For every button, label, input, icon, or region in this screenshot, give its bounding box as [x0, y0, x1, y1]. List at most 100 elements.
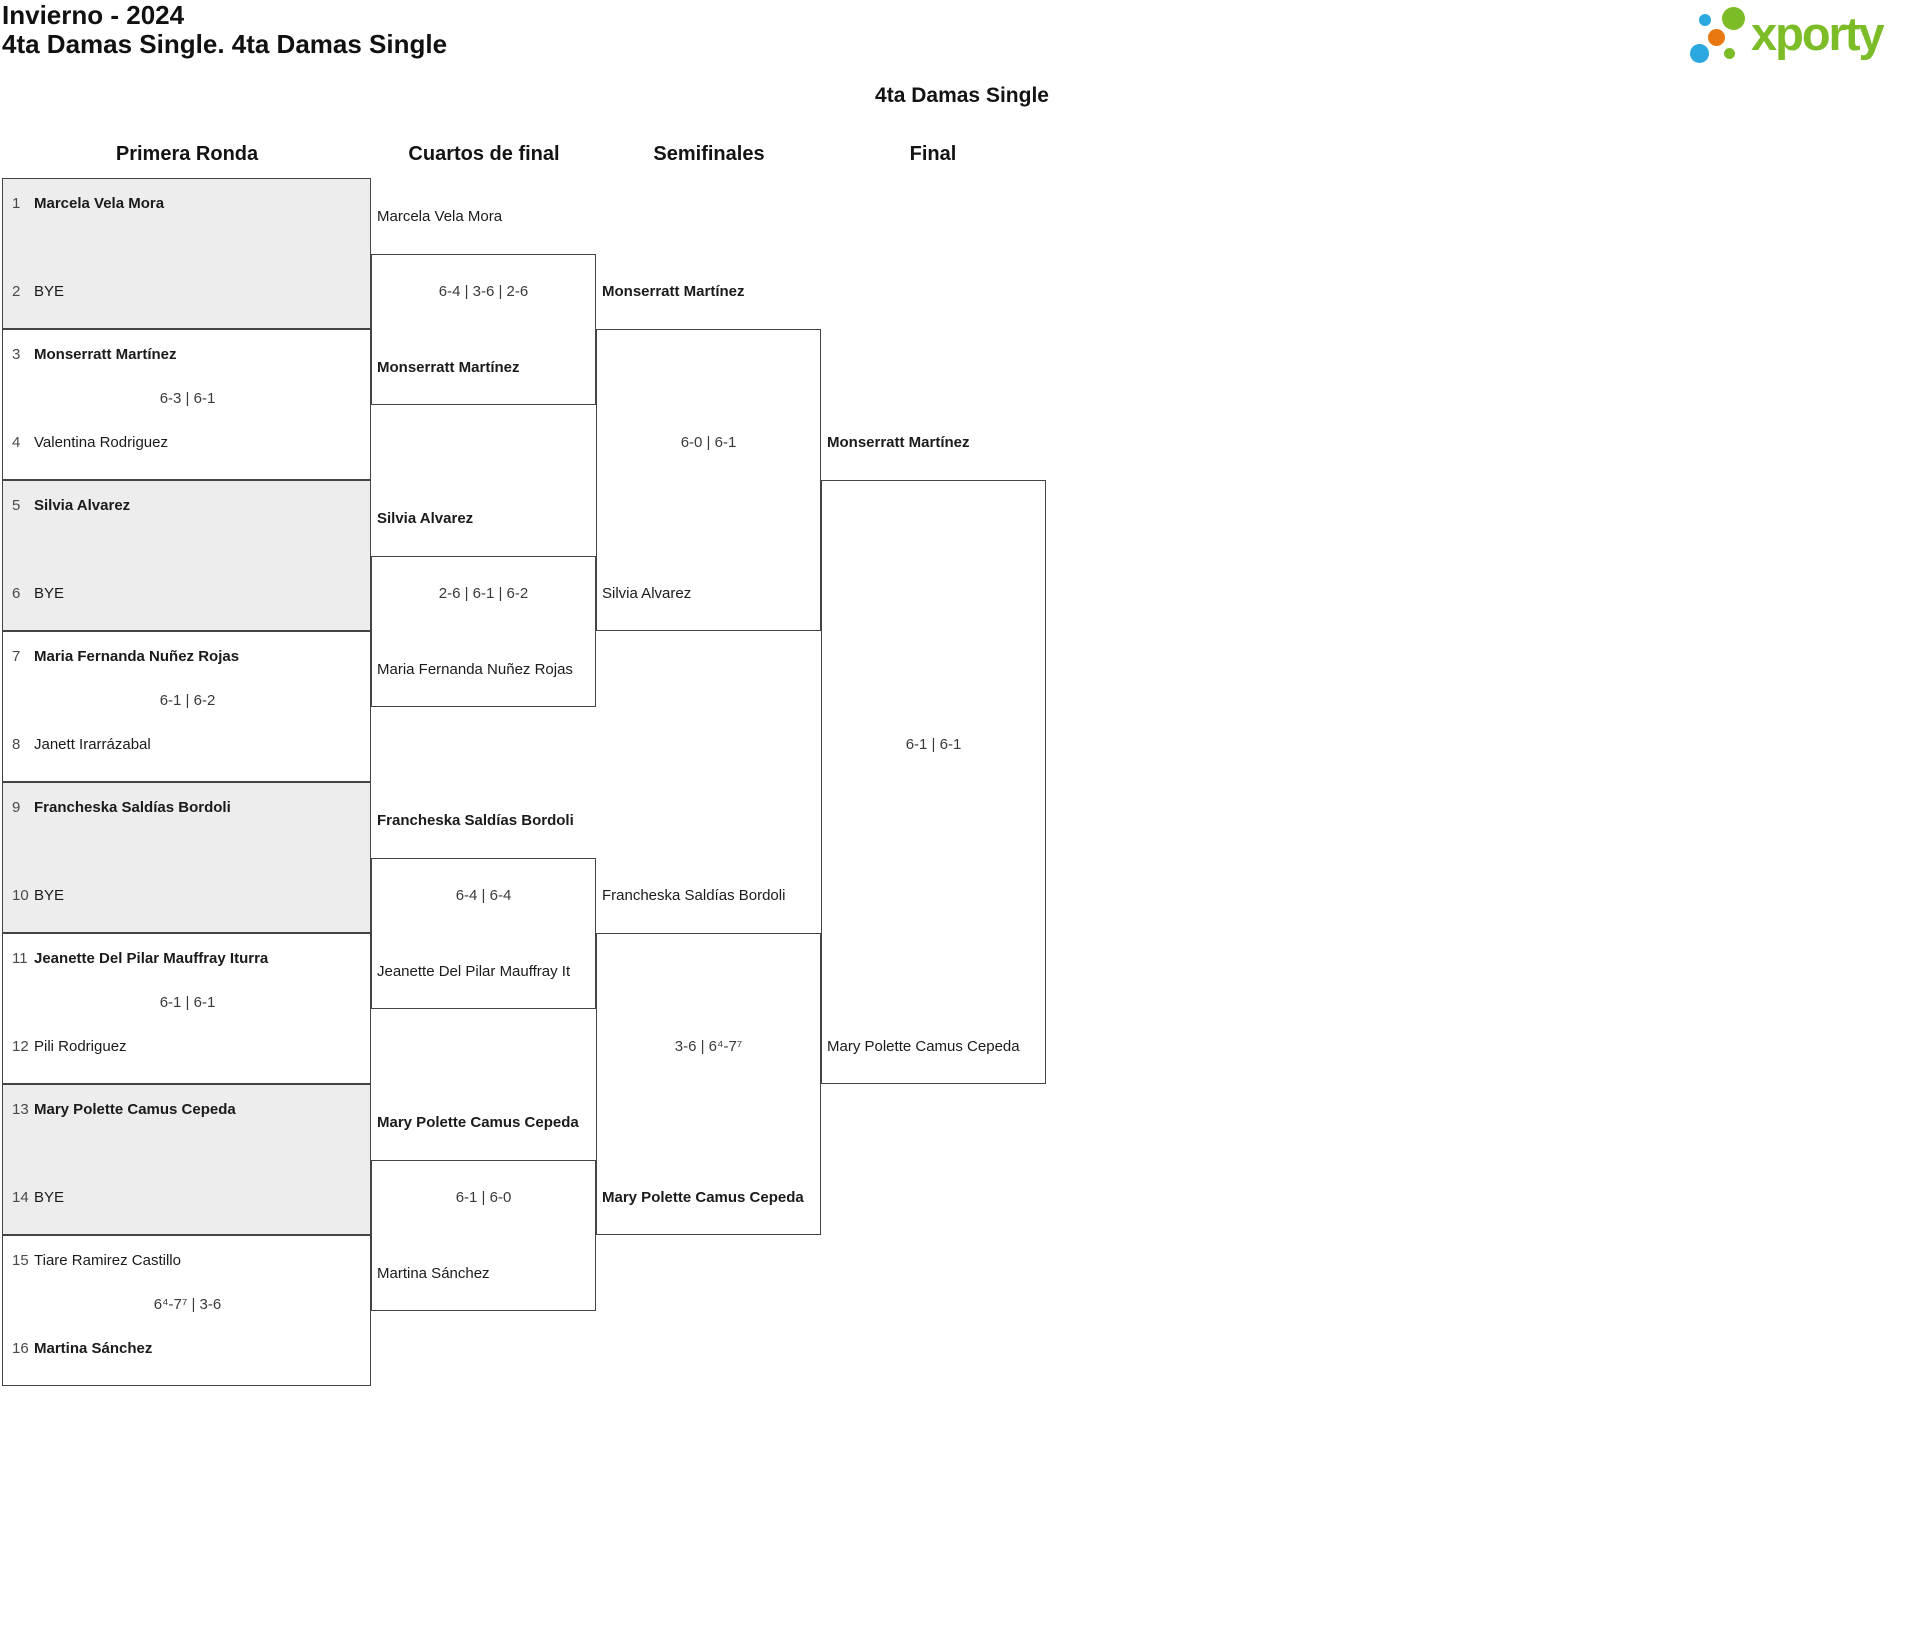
first-round-match: 11 Jeanette Del Pilar Mauffray Iturra 12 Pi… — [2, 933, 371, 1084]
player-row: 4 Valentina Rodriguez — [3, 432, 366, 454]
quarterfinal-box — [371, 555, 596, 707]
semifinal-score: 6-0 | 6-1 — [680, 434, 737, 451]
seed-number: 5 — [12, 497, 21, 514]
quarterfinal-player-name: Marcela Vela Mora — [377, 207, 503, 225]
player-name: Tiare Ramirez Castillo — [34, 1252, 181, 1269]
seed-number: 16 — [12, 1340, 29, 1357]
seed-number: 9 — [12, 799, 21, 816]
semifinal-player-name: Francheska Saldías Bordoli — [602, 887, 786, 904]
semifinal-box — [596, 933, 821, 1235]
seed-number: 15 — [12, 1252, 29, 1269]
seed-number: 3 — [12, 346, 21, 363]
quarterfinal-player-name: Mary Polette Camus Cepeda — [377, 1113, 579, 1131]
seed-number: 12 — [12, 1038, 29, 1055]
logo-dot-blue-large — [1690, 44, 1709, 63]
final-player-name: Mary Polette Camus Cepeda — [827, 1038, 1020, 1055]
quarterfinal-box — [371, 253, 596, 405]
logo-dot-orange — [1708, 29, 1725, 46]
round-header-primera-ronda: Primera Ronda — [115, 143, 259, 165]
quarterfinal-player-name: Maria Fernanda Nuñez Rojas — [377, 660, 573, 678]
player-name: Silvia Alvarez — [34, 497, 131, 514]
first-round-match: 5 Silvia Alvarez 6 BYE — [2, 480, 371, 631]
semifinal-player-name: Silvia Alvarez — [602, 585, 692, 602]
player-row: 12 Pili Rodriguez — [3, 1036, 366, 1058]
player-row: 2 BYE — [3, 281, 366, 303]
seed-number: 10 — [12, 887, 29, 904]
quarterfinal-score: 6-4 | 6-4 — [455, 887, 512, 904]
match-score: 6-3 | 6-1 — [159, 390, 216, 407]
round-header-final: Final — [909, 143, 957, 165]
quarterfinal-score: 6-1 | 6-0 — [455, 1189, 512, 1206]
match-score: 6-1 | 6-2 — [159, 692, 216, 709]
semifinal-score: 3-6 | 6⁴-7⁷ — [674, 1038, 743, 1055]
final-score: 6-1 | 6-1 — [905, 736, 962, 753]
player-name: BYE — [34, 887, 65, 904]
seed-number: 2 — [12, 283, 21, 300]
first-round-match: 15 Tiare Ramirez Castillo 16 Martina Sánche… — [2, 1235, 371, 1386]
semifinal-player-name: Monserratt Martínez — [602, 283, 745, 300]
player-name: Jeanette Del Pilar Mauffray Iturra — [34, 950, 269, 967]
quarterfinal-box — [371, 1159, 596, 1311]
player-name: BYE — [34, 585, 65, 602]
logo-dot-green-small — [1724, 48, 1735, 59]
quarterfinal-score: 2-6 | 6-1 | 6-2 — [438, 585, 529, 602]
player-name: BYE — [34, 1189, 65, 1206]
tournament-title: Invierno - 2024 — [2, 0, 185, 30]
quarterfinal-player-name: Monserratt Martínez — [377, 358, 520, 376]
match-score: 6-1 | 6-1 — [159, 994, 216, 1011]
quarterfinal-player-name: Francheska Saldías Bordoli — [377, 811, 574, 829]
round-header-semifinales: Semifinales — [653, 143, 765, 165]
player-name: Pili Rodriguez — [34, 1038, 127, 1055]
bracket-title: 4ta Damas Single — [875, 84, 1049, 107]
player-name: Marcela Vela Mora — [34, 195, 165, 212]
seed-number: 8 — [12, 736, 21, 753]
player-name: Janett Irarrázabal — [34, 736, 151, 753]
quarterfinal-player-name: Silvia Alvarez — [377, 509, 474, 527]
player-row: 11 Jeanette Del Pilar Mauffray Iturra — [3, 948, 366, 970]
player-row: 6 BYE — [3, 583, 366, 605]
player-name: Valentina Rodriguez — [34, 434, 168, 451]
final-box — [821, 480, 1046, 1084]
player-name: BYE — [34, 283, 65, 300]
quarterfinal-player-name: Martina Sánchez — [377, 1264, 490, 1282]
seed-number: 6 — [12, 585, 21, 602]
player-row: 8 Janett Irarrázabal — [3, 734, 366, 756]
player-row: 16 Martina Sánchez — [3, 1338, 366, 1360]
player-row: 10 BYE — [3, 885, 366, 907]
logo-dot-green-large — [1722, 7, 1745, 30]
first-round-match: 9 Francheska Saldías Bordoli 10 BYE — [2, 782, 371, 933]
player-row: 5 Silvia Alvarez — [3, 495, 366, 517]
player-row: 7 Maria Fernanda Nuñez Rojas — [3, 646, 366, 668]
round-header-cuartos-de-final: Cuartos de final — [408, 143, 560, 165]
match-score: 6⁴-7⁷ | 3-6 — [153, 1296, 222, 1313]
player-name: Monserratt Martínez — [34, 346, 177, 363]
final-player-name: Monserratt Martínez — [827, 434, 970, 451]
semifinal-player-name: Mary Polette Camus Cepeda — [602, 1189, 804, 1206]
quarterfinal-score: 6-4 | 3-6 | 2-6 — [438, 283, 529, 300]
seed-number: 11 — [12, 950, 28, 967]
player-row: 9 Francheska Saldías Bordoli — [3, 797, 366, 819]
player-name: Francheska Saldías Bordoli — [34, 799, 231, 816]
player-name: Maria Fernanda Nuñez Rojas — [34, 648, 240, 665]
seed-number: 4 — [12, 434, 21, 451]
seed-number: 13 — [12, 1101, 29, 1118]
logo-dot-blue-small — [1699, 14, 1711, 26]
player-row: 13 Mary Polette Camus Cepeda — [3, 1099, 366, 1121]
category-title: 4ta Damas Single. 4ta Damas Single — [2, 29, 448, 59]
xporty-logo[interactable]: xporty — [1688, 4, 1920, 76]
first-round-match: 7 Maria Fernanda Nuñez Rojas 8 Janett Irarr… — [2, 631, 371, 782]
player-row: 15 Tiare Ramirez Castillo — [3, 1250, 366, 1272]
player-name: Martina Sánchez — [34, 1340, 153, 1357]
player-name: Mary Polette Camus Cepeda — [34, 1101, 236, 1118]
quarterfinal-box — [371, 857, 596, 1009]
logo-wordmark: xporty — [1751, 7, 1885, 60]
quarterfinal-player-name: Jeanette Del Pilar Mauffray It — [377, 962, 571, 980]
semifinal-box — [596, 329, 821, 631]
first-round-match: 3 Monserratt Martínez 4 Valentina Rodriguez… — [2, 329, 371, 480]
seed-number: 7 — [12, 648, 21, 665]
